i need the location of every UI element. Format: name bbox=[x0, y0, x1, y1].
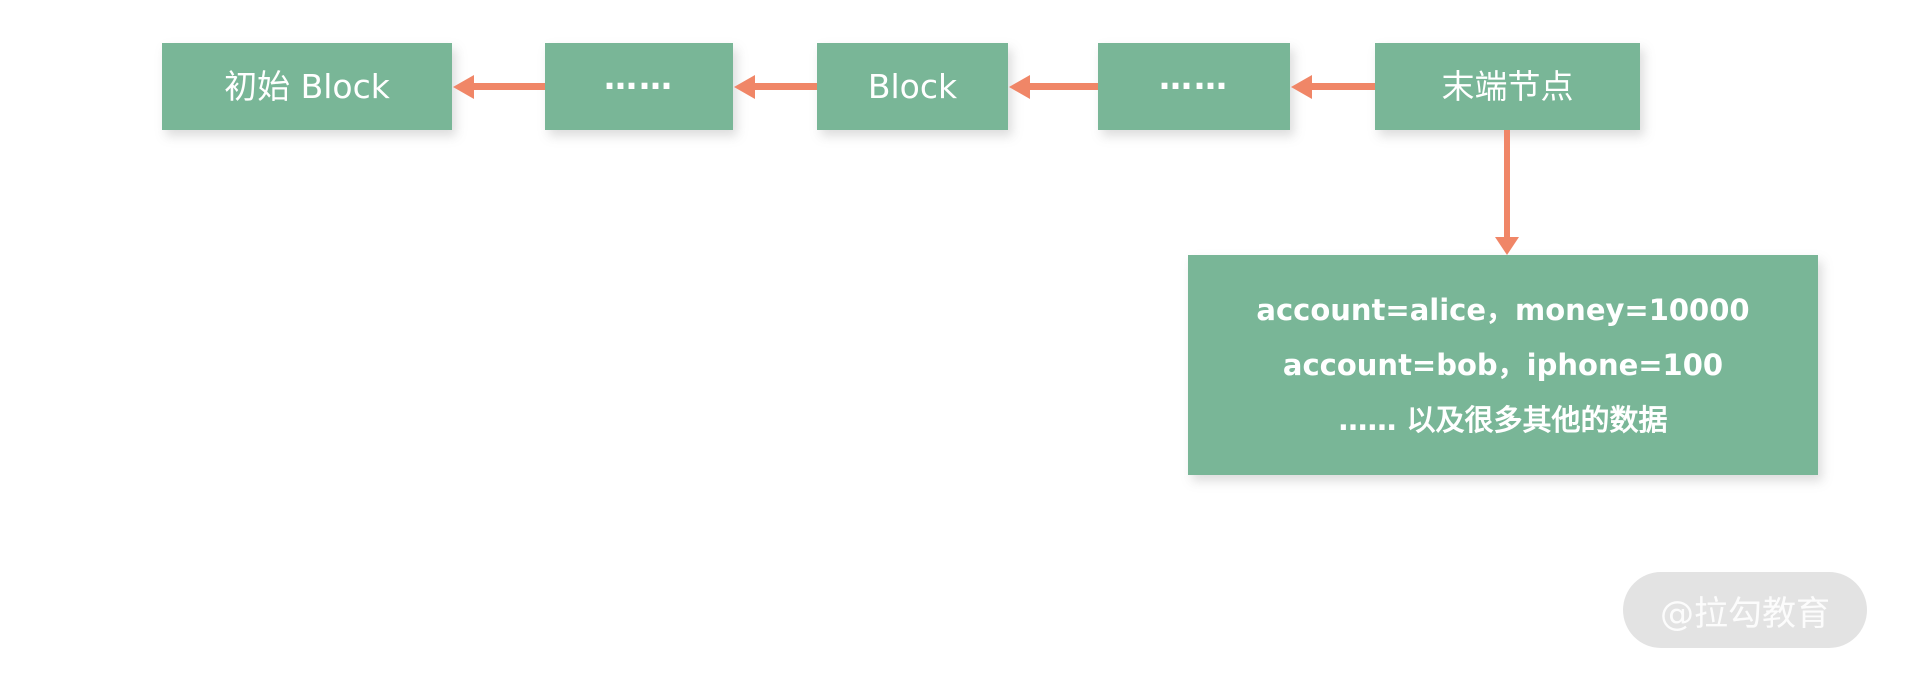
arrow-left-3-icon bbox=[1009, 75, 1098, 99]
arrow-left-1-icon bbox=[453, 75, 545, 99]
arrow-left-2-shaft bbox=[752, 83, 817, 90]
data-line-more: …… 以及很多其他的数据 bbox=[1338, 402, 1668, 437]
node-tail-label: 末端节点 bbox=[1441, 67, 1574, 106]
node-ellipsis-2: …… bbox=[1098, 43, 1290, 130]
arrow-left-3-shaft bbox=[1027, 83, 1098, 90]
tail-node-data-box: account=alice，money=10000 account=bob，ip… bbox=[1188, 255, 1818, 475]
arrow-left-2-icon bbox=[734, 75, 817, 99]
node-ellipsis-2-label: …… bbox=[1159, 58, 1229, 97]
arrow-left-4-shaft bbox=[1309, 83, 1375, 90]
watermark-label: @拉勾教育 bbox=[1660, 593, 1830, 634]
arrow-left-3-head-icon bbox=[1009, 75, 1030, 99]
arrow-left-2-head-icon bbox=[734, 75, 755, 99]
watermark-badge: @拉勾教育 bbox=[1623, 572, 1867, 648]
node-ellipsis-1: …… bbox=[545, 43, 733, 130]
node-genesis-block: 初始 Block bbox=[162, 43, 452, 130]
node-genesis-block-label: 初始 Block bbox=[224, 67, 390, 106]
node-middle-block-label: Block bbox=[867, 67, 958, 106]
node-middle-block: Block bbox=[817, 43, 1008, 130]
arrow-left-1-head-icon bbox=[453, 75, 474, 99]
node-ellipsis-1-label: …… bbox=[604, 58, 674, 97]
arrow-left-1-shaft bbox=[471, 83, 545, 90]
arrow-left-4-head-icon bbox=[1291, 75, 1312, 99]
node-tail: 末端节点 bbox=[1375, 43, 1640, 130]
arrow-down-head-icon bbox=[1495, 237, 1519, 255]
data-line-alice: account=alice，money=10000 bbox=[1256, 292, 1750, 327]
data-line-bob: account=bob，iphone=100 bbox=[1282, 347, 1724, 382]
arrow-left-4-icon bbox=[1291, 75, 1375, 99]
arrow-down-icon bbox=[1495, 130, 1519, 255]
arrow-down-shaft bbox=[1504, 130, 1510, 239]
